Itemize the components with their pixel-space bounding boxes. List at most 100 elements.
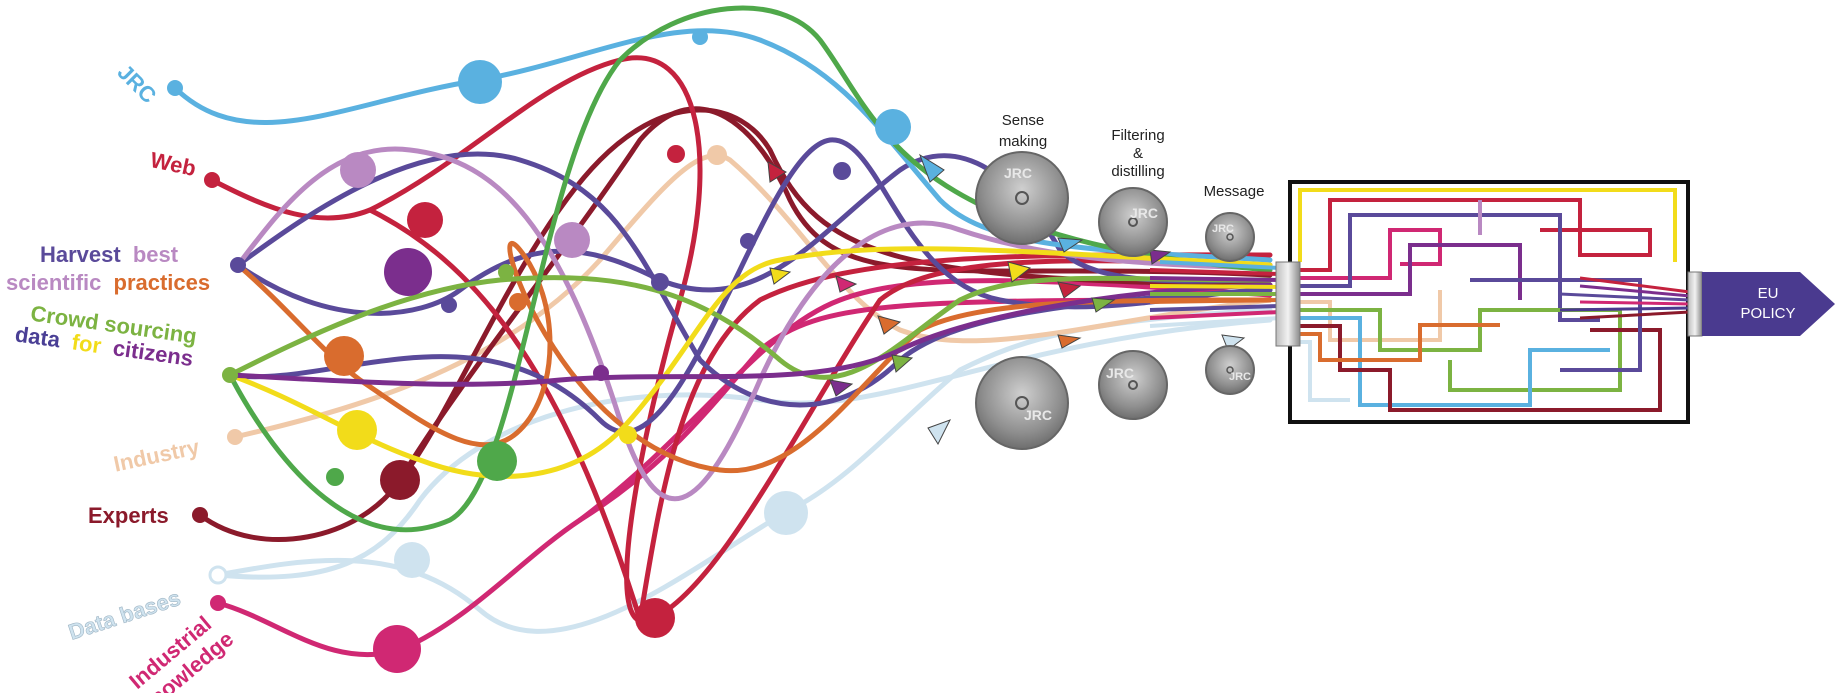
maze-line bbox=[1300, 228, 1442, 280]
output-fan bbox=[1559, 276, 1691, 320]
arrowhead bbox=[1091, 297, 1116, 313]
harvest-word: scientific bbox=[6, 270, 101, 295]
crowd-word: data bbox=[14, 321, 63, 352]
crowd-word: for bbox=[70, 329, 103, 358]
bundle-line bbox=[1149, 276, 1281, 282]
converging-bundle bbox=[1149, 260, 1281, 328]
source-databases-dot bbox=[208, 565, 228, 585]
source-jrc-label: JRC bbox=[113, 59, 162, 108]
source-databases-label: Data bases bbox=[65, 585, 183, 645]
arrowhead bbox=[835, 275, 858, 293]
filter-label-line2: & bbox=[1133, 145, 1143, 162]
fan-line bbox=[1579, 284, 1691, 298]
source-crowd-dot bbox=[222, 367, 238, 383]
node-dot bbox=[554, 222, 590, 258]
jrc-disc-hub bbox=[1226, 366, 1234, 374]
node-dot bbox=[509, 293, 527, 311]
flow-harvest-lilac-1 bbox=[235, 146, 1273, 502]
eu-policy-line1: EU bbox=[1758, 285, 1779, 302]
flow-crowd-green-1 bbox=[227, 275, 1273, 380]
node-dot bbox=[707, 145, 727, 165]
maze-line bbox=[1300, 340, 1350, 402]
node-dot bbox=[380, 460, 420, 500]
node-dot bbox=[692, 29, 708, 45]
node-dot bbox=[326, 468, 344, 486]
jrc-disc-hub bbox=[1015, 396, 1029, 410]
flow-industrial-2 bbox=[577, 278, 1273, 523]
jrc-disc bbox=[1098, 350, 1168, 420]
node-dot bbox=[407, 202, 443, 238]
source-web-label: Web bbox=[148, 147, 198, 181]
source-experts-dot bbox=[192, 507, 208, 523]
harvest-word: best bbox=[133, 242, 179, 267]
arrowhead bbox=[1057, 334, 1082, 349]
node-dot bbox=[651, 273, 669, 291]
jrc-disc bbox=[975, 151, 1069, 245]
jrc-disc bbox=[1098, 187, 1168, 257]
arrowhead bbox=[767, 161, 787, 183]
flow-crowd-green-2 bbox=[227, 5, 1273, 533]
maze-line bbox=[1300, 316, 1610, 407]
bundle-line bbox=[1159, 260, 1281, 270]
node-dot bbox=[498, 264, 514, 280]
maze-line bbox=[1300, 243, 1522, 300]
jrc-disc-hub bbox=[1015, 191, 1029, 205]
bundle-line bbox=[1149, 268, 1281, 276]
outlet-pipe bbox=[1687, 271, 1703, 337]
bundle-line bbox=[1149, 304, 1281, 312]
maze-line bbox=[1470, 278, 1642, 372]
arrowhead bbox=[877, 315, 902, 335]
arrowhead bbox=[829, 379, 854, 397]
arrowhead bbox=[1057, 237, 1084, 253]
arrowhead bbox=[891, 354, 914, 373]
jrc-disc-label: JRC bbox=[1024, 407, 1052, 423]
flow-crowd-violet-1 bbox=[227, 282, 1273, 387]
node-dot bbox=[764, 491, 808, 535]
bundle-line bbox=[1149, 284, 1281, 289]
node-dot bbox=[384, 248, 432, 296]
source-harvest-line1: Harvest best bbox=[40, 242, 179, 267]
maze-line bbox=[1300, 323, 1500, 362]
node-dot bbox=[593, 365, 609, 381]
jrc-disc-label: JRC bbox=[1130, 205, 1158, 221]
flow-web-1 bbox=[209, 55, 1273, 624]
sense-label-line1: Sense bbox=[1002, 112, 1045, 129]
node-dot bbox=[394, 542, 430, 578]
eu-policy-output: EU POLICY bbox=[1702, 272, 1835, 336]
maze-line bbox=[1300, 324, 1662, 412]
node-dot bbox=[619, 426, 637, 444]
node-dot bbox=[875, 109, 911, 145]
maze-line bbox=[1300, 213, 1600, 322]
source-harvest-dot bbox=[230, 257, 246, 273]
node-dot bbox=[477, 441, 517, 481]
harvest-word: Harvest bbox=[40, 242, 121, 267]
maze-line bbox=[1300, 308, 1622, 392]
source-industrial-dot bbox=[210, 595, 226, 611]
flow-nodes bbox=[324, 29, 911, 673]
node-dot bbox=[833, 162, 851, 180]
source-experts-label: Experts bbox=[88, 503, 169, 528]
source-jrc-dot bbox=[167, 80, 183, 96]
node-dot bbox=[373, 625, 421, 673]
arrowhead bbox=[919, 153, 945, 183]
node-dot bbox=[340, 152, 376, 188]
fan-line bbox=[1579, 300, 1691, 306]
arrowhead bbox=[1057, 281, 1082, 299]
node-dot bbox=[441, 297, 457, 313]
message-stage: Message JRC JRC bbox=[1204, 183, 1264, 395]
jrc-disc-label: JRC bbox=[1106, 365, 1134, 381]
jrc-disc bbox=[1205, 345, 1255, 395]
arrowhead bbox=[769, 267, 792, 285]
harvest-word: practices bbox=[114, 270, 211, 295]
flow-curves bbox=[172, 5, 1273, 658]
eu-policy-line2: POLICY bbox=[1740, 305, 1795, 322]
flow-harvest-orange-1 bbox=[235, 240, 1273, 474]
flow-web-2 bbox=[367, 207, 1273, 621]
sense-label-line2: making bbox=[999, 133, 1047, 150]
filter-label-line3: distilling bbox=[1111, 163, 1164, 180]
jrc-disc-hub bbox=[1226, 233, 1234, 241]
sense-making-stage: Sense making JRC JRC bbox=[975, 112, 1069, 450]
arrowhead bbox=[1149, 249, 1172, 265]
jrc-disc-label: JRC bbox=[1229, 371, 1251, 383]
